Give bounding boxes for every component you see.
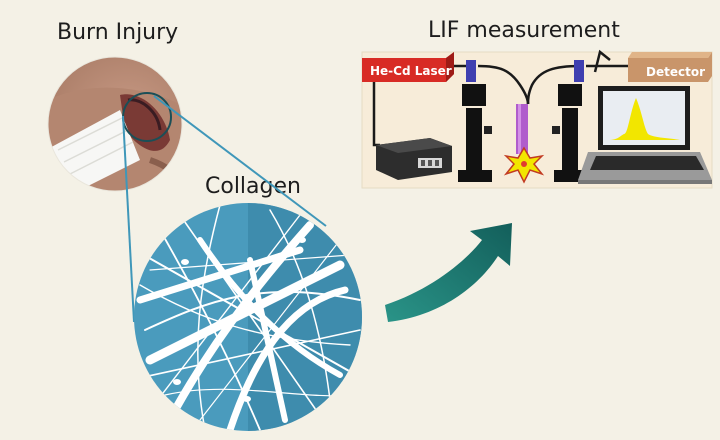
- process-arrow: [385, 223, 512, 322]
- collagen-fibre-disk: [134, 203, 362, 431]
- lif-setup-panel: He-Cd Laser Detector: [361, 49, 713, 189]
- lif-measurement-title: LIF measurement: [428, 18, 620, 43]
- left-optical-mount: [458, 60, 492, 182]
- he-cd-laser: He-Cd Laser: [362, 52, 454, 82]
- laser-label: He-Cd Laser: [370, 64, 452, 78]
- laptop-display: [578, 86, 712, 184]
- right-optical-mount: [552, 60, 588, 182]
- detector-label: Detector: [646, 65, 705, 79]
- probe-and-sample: [503, 104, 545, 184]
- burn-injury-photo: [47, 56, 183, 192]
- zoom-guide-lines: [122, 95, 327, 323]
- spectrum-curve: [608, 98, 680, 140]
- burn-injury-title: Burn Injury: [57, 20, 179, 45]
- power-supply-unit: [376, 138, 452, 180]
- detector-box: Detector: [628, 52, 712, 82]
